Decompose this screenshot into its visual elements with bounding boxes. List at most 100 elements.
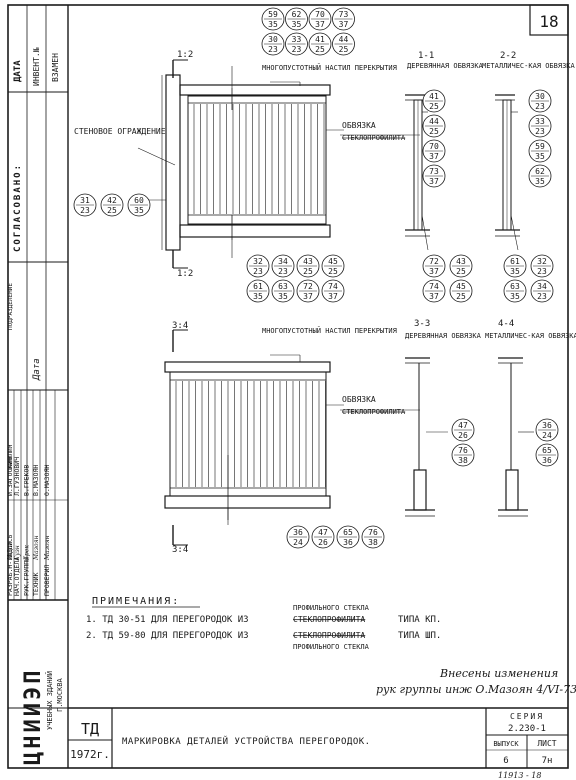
approval-name: Л.ГУЗНОВИЧ [13,457,21,496]
org-name: ЦНИИЭП [21,668,46,765]
left-inv-label: ИНВЕНТ.№ [32,47,41,86]
d2-label-panel: МНОГОПУСТОТНЫЙ НАСТИЛ ПЕРЕКРЫТИЯ [262,326,397,335]
mark-size: 37 [429,177,439,186]
issue-value: 6 [503,756,508,766]
left-soglasovano-label: СОГЛАСОВАНО: [13,163,23,252]
approval-role: НАЧ.ОТДЕЛА [13,557,21,596]
s22-title: МЕТАЛЛИЧЕС-КАЯ ОБВЯЗКА [482,62,576,70]
mark-size: 25 [315,45,325,54]
mark-size: 35 [268,20,278,29]
issue-label: ВЫПУСК [493,740,519,748]
approval-signature: Грек [24,545,31,561]
left-podrazdelenie-label: ПОДРАЗДЕЛЕНИЕ [7,283,14,330]
mark-number: 70 [429,142,439,151]
mark-number: 76 [368,528,378,537]
mark-size: 35 [510,267,520,276]
mark-number: 62 [535,167,545,176]
org-city: Г.МОСКВА [56,677,64,712]
approval-name: И.ЗАГОСКИН [6,457,14,496]
mark-number: 41 [315,35,325,44]
note2-below: ПРОФИЛЬНОГО СТЕКЛА [293,643,370,651]
note1-prefix: 1. ТД 30-51 ДЛЯ ПЕРЕГОРОДОК ИЗ [86,615,249,625]
mark-size: 25 [303,267,313,276]
mark-size: 36 [542,456,552,465]
mark-number: 33 [292,35,302,44]
mark-size: 37 [303,292,313,301]
mark-size: 25 [456,267,466,276]
mark-size: 35 [292,20,302,29]
mark-size: 25 [429,127,439,136]
sheet-label: ЛИСТ [537,739,556,748]
s33-title: ДЕРЕВЯННАЯ ОБВЯЗКА [405,332,482,340]
mark-number: 42 [107,196,117,205]
s33-label: 3-3 [414,319,430,329]
d2-label-frame: ОБВЯЗКА [342,395,376,404]
mark-size: 23 [535,102,545,111]
mark-number: 62 [292,10,302,19]
note1-suffix: ТИПА КП. [398,615,441,625]
mark-number: 59 [535,142,545,151]
mark-number: 41 [429,92,439,101]
elevation-2 [164,329,420,546]
mark-size: 23 [80,206,90,215]
mark-number: 63 [278,282,288,291]
section-2-2 [495,94,520,251]
approval-name: О.МАЗОЯН [43,465,51,496]
mark-size: 38 [458,456,468,465]
sheet-number: 18 [539,12,558,31]
series-label: СЕРИЯ [510,712,544,721]
mark-size: 23 [292,45,302,54]
s22-label: 2-2 [500,51,516,61]
mark-size: 35 [253,292,263,301]
mark-number: 30 [268,35,278,44]
mark-number: 34 [278,257,288,266]
mark-size: 37 [328,292,338,301]
mark-number: 61 [510,257,520,266]
mark-size: 35 [510,292,520,301]
mark-number: 32 [537,257,547,266]
handwritten-line1: Внесены изменения [439,667,558,680]
mark-number: 76 [458,446,468,455]
s11-title: ДЕРЕВЯННАЯ ОБВЯЗКА [407,62,484,70]
elevation-1 [130,59,420,269]
mark-size: 37 [315,20,325,29]
left-signature-date: Дата [32,358,42,381]
mark-number: 32 [253,257,263,266]
section-4-4 [498,357,534,517]
mark-number: 33 [535,117,545,126]
outer-frame [7,4,569,769]
mark-number: 45 [328,257,338,266]
mark-number: 30 [535,92,545,101]
mark-size: 23 [253,267,263,276]
mark-size: 37 [339,20,349,29]
mark-size: 37 [429,152,439,161]
approval-signature: Гузн [14,545,21,561]
approval-name: В.МАЗОЯН [32,465,40,496]
d2-label-frame-struck: СТЕКЛОПРОФИЛИТА [342,408,406,416]
approval-role: ПРОВЕРИЛ [43,565,51,596]
approval-role: РАЗРАБ.Н-ТА [6,553,14,596]
mark-number: 65 [542,446,552,455]
mark-size: 37 [429,267,439,276]
d1-section-label-bottom: 1:2 [177,269,193,279]
